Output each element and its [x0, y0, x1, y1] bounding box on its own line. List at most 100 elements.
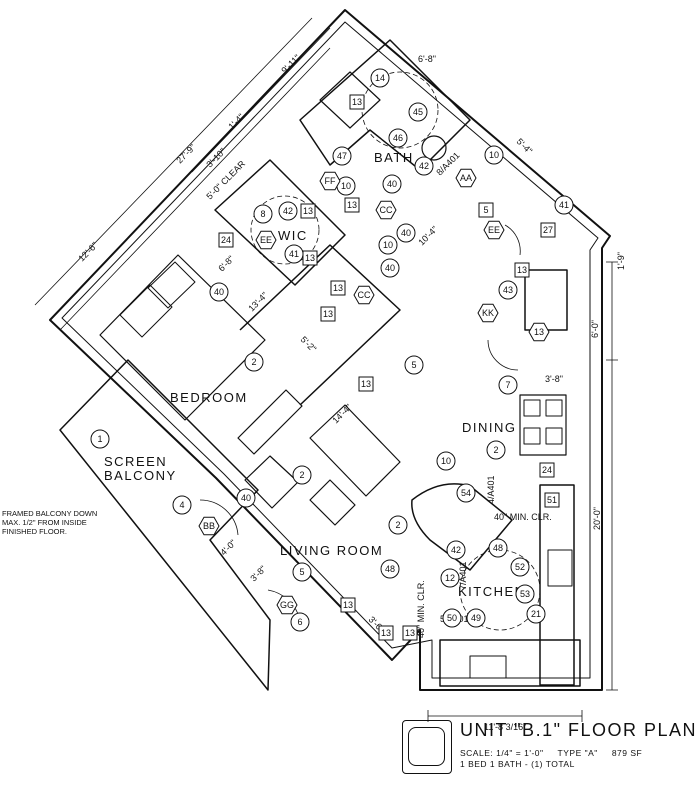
- callout-tag-label: 46: [393, 133, 403, 143]
- callout-tag-label: 45: [413, 107, 423, 117]
- callout-tag: 1: [90, 429, 110, 449]
- callout-tag: KK: [477, 303, 499, 323]
- callout-tag-shape: [408, 102, 428, 122]
- toilet: [421, 135, 447, 161]
- callout-tag-label: 47: [337, 151, 347, 161]
- callout-tag-label: 2: [493, 445, 498, 455]
- turning-radius-circle: [250, 195, 320, 265]
- callout-tag-shape: [198, 516, 220, 536]
- dimension-text: 14'-4": [330, 402, 353, 425]
- callout-tag: FF: [319, 171, 341, 191]
- callout-tag: 24: [218, 232, 234, 248]
- callout-tag-label: 40: [241, 493, 251, 503]
- plan-type: TYPE "A": [557, 748, 598, 758]
- callout-tag-shape: [340, 597, 356, 613]
- callout-tag-shape: [209, 282, 229, 302]
- callout-tag-shape: [378, 625, 394, 641]
- callout-tag-shape: [440, 568, 460, 588]
- callout-tag-label: 2: [299, 470, 304, 480]
- callout-tag: 40: [380, 258, 400, 278]
- kitchen-island: [411, 483, 513, 571]
- callout-tag-label: 49: [471, 613, 481, 623]
- callout-tag: AA: [455, 168, 477, 188]
- callout-tag: BB: [198, 516, 220, 536]
- callout-tag-label: 4: [179, 500, 184, 510]
- callout-tag-label: 52: [515, 562, 525, 572]
- callout-tag: 21: [526, 604, 546, 624]
- turning-radius-circle: [361, 71, 439, 149]
- callout-tag-label: 5: [411, 360, 416, 370]
- callout-tag-label: 42: [419, 161, 429, 171]
- room-label-dining: DINING: [462, 420, 517, 435]
- callout-tag-shape: [370, 68, 390, 88]
- tv-console: [237, 389, 303, 455]
- dimension-text: 9'-11": [279, 53, 302, 76]
- callout-tag: GG: [276, 595, 298, 615]
- callout-tag-label: 5: [483, 205, 488, 215]
- callout-tag-shape: [380, 258, 400, 278]
- callout-tag-shape: [484, 145, 504, 165]
- bathtub: [319, 71, 381, 129]
- exterior-wall-outline: [49, 9, 611, 691]
- callout-tag-shape: [302, 250, 318, 266]
- dining-table: [519, 394, 567, 456]
- callout-tag: 41: [554, 195, 574, 215]
- room-label-bath: BATH: [374, 150, 414, 165]
- dimension-text: 4'-0": [218, 538, 238, 558]
- callout-tag-label: 21: [531, 609, 541, 619]
- balcony-note: FRAMED BALCONY DOWN MAX. 1/2" FROM INSID…: [2, 509, 162, 536]
- plan-summary: 1 BED 1 BATH - (1) TOTAL: [460, 759, 575, 769]
- callout-tag-label: EE: [260, 235, 272, 245]
- callout-tag-label: 27: [543, 225, 553, 235]
- callout-tag: 40: [209, 282, 229, 302]
- callout-tag-shape: [498, 280, 518, 300]
- dimension-text: 6'-0": [590, 320, 600, 338]
- callout-tag: 13: [528, 322, 550, 342]
- callout-tag-shape: [276, 595, 298, 615]
- callout-tag-shape: [380, 559, 400, 579]
- callout-tag-shape: [172, 495, 192, 515]
- callout-tag-shape: [278, 201, 298, 221]
- callout-tag-shape: [388, 128, 408, 148]
- note-line: FINISHED FLOOR.: [2, 527, 68, 536]
- plan-area: 879 SF: [611, 748, 643, 758]
- callout-tag: 13: [330, 280, 346, 296]
- room-label-wic: WIC: [278, 228, 308, 243]
- callout-tag: 13: [344, 197, 360, 213]
- callout-tag-label: 10: [341, 181, 351, 191]
- callout-tag-label: 42: [283, 206, 293, 216]
- callout-tag-shape: [244, 352, 264, 372]
- callout-tag-shape: [330, 280, 346, 296]
- dimension-text: 27'-9": [174, 142, 197, 165]
- callout-tag-shape: [478, 202, 494, 218]
- callout-tag: 2: [244, 352, 264, 372]
- callout-tag: 47: [332, 146, 352, 166]
- callout-tag: 48: [380, 559, 400, 579]
- callout-tag-label: 1: [97, 434, 102, 444]
- dimension-text: 40" MIN. CLR.: [494, 512, 552, 522]
- callout-tag-label: 13: [323, 309, 333, 319]
- dimension-line-left: [34, 17, 331, 331]
- callout-tag: 12: [440, 568, 460, 588]
- kitchen-counter-right: [539, 484, 575, 686]
- callout-tag-label: 10: [489, 150, 499, 160]
- detail-ref: 4/A401: [486, 475, 496, 504]
- callout-tag: 13: [402, 625, 418, 641]
- callout-tag-shape: [540, 222, 556, 238]
- bed: [99, 254, 266, 421]
- callout-tag-label: GG: [280, 600, 294, 610]
- callout-tag: 53: [515, 584, 535, 604]
- callout-tag-shape: [554, 195, 574, 215]
- callout-tag-label: 48: [385, 564, 395, 574]
- callout-tag-shape: [402, 625, 418, 641]
- dimension-text: 11'-8 3/16": [484, 722, 526, 732]
- callout-tag: EE: [255, 230, 277, 250]
- note-line: FRAMED BALCONY DOWN: [2, 509, 98, 518]
- detail-ref: 8/A401: [434, 150, 461, 177]
- callout-tag-label: 10: [383, 240, 393, 250]
- plan-subtitle: SCALE: 1/4" = 1'-0"TYPE "A"879 SF 1 BED …: [460, 748, 656, 770]
- callout-tag-label: 2: [251, 357, 256, 367]
- dining-chair: [545, 399, 563, 417]
- coffee-table: [309, 479, 356, 526]
- callout-tag-shape: [526, 604, 546, 624]
